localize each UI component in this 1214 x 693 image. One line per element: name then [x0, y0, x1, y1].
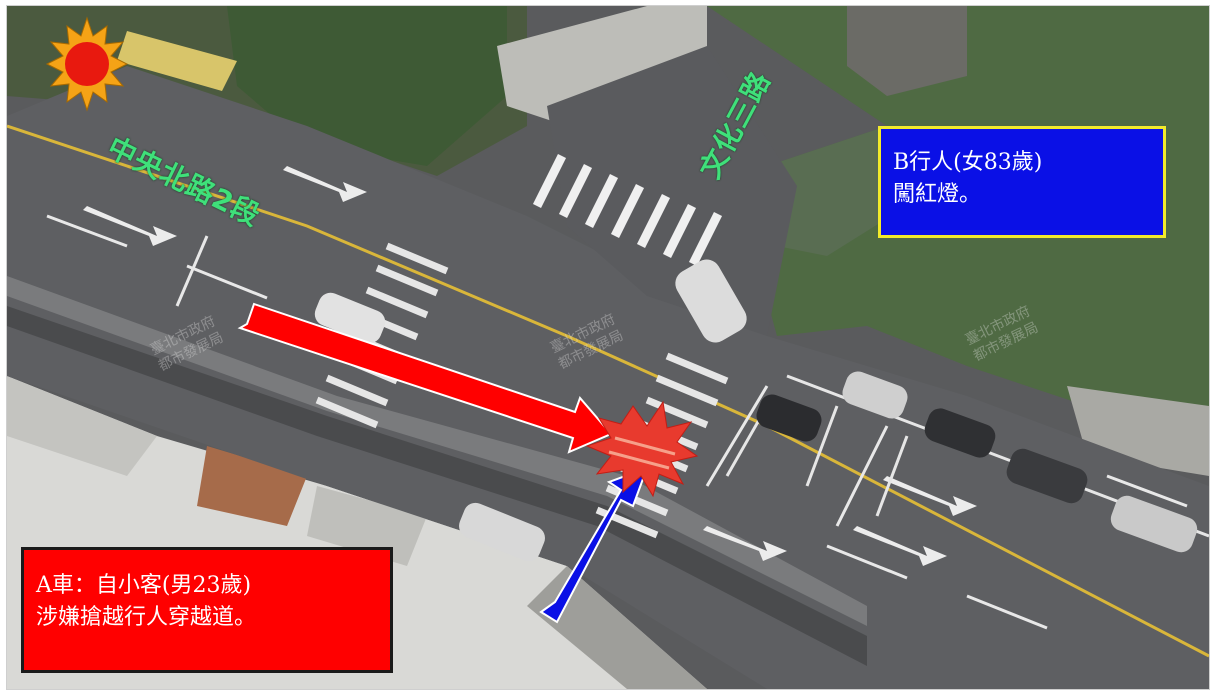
car-dark-1	[756, 394, 822, 442]
building-top-right	[847, 6, 967, 96]
vehicle-info-line2: 涉嫌搶越行人穿越道。	[36, 605, 257, 630]
pedestrian-info-line1: B行人(女83歲)	[893, 150, 1043, 175]
vehicle-info-line1: A車：自小客(男23歲)	[36, 573, 252, 598]
building-top-center	[497, 6, 707, 126]
center-line-yellow	[7, 124, 1209, 658]
crosswalk-north	[532, 153, 723, 267]
tree-shade	[767, 126, 907, 256]
building-roof-2	[307, 486, 427, 566]
sun-icon	[45, 16, 129, 112]
lane-arrows	[83, 166, 977, 566]
parked-cars	[314, 259, 1198, 562]
collision-stripe	[608, 450, 670, 470]
main-road-surface	[7, 66, 1209, 689]
building-edge	[527, 566, 707, 689]
car-grey-2	[1110, 495, 1198, 553]
car-dark-3	[1006, 448, 1088, 504]
car-dark-2	[924, 408, 996, 458]
pedestrian-info-box: B行人(女83歲) 闖紅燈。	[878, 126, 1166, 238]
cross-road-surface	[547, 46, 797, 336]
pedestrian-info-line2: 闖紅燈。	[893, 182, 982, 207]
car-white-1	[675, 259, 747, 343]
sidewalk-shadow	[7, 306, 867, 666]
yellow-roof	[117, 31, 237, 91]
collision-stripe	[614, 436, 676, 456]
building-roof-brown	[197, 446, 307, 526]
sidewalk-strip	[7, 276, 867, 626]
car-white-3	[459, 502, 545, 562]
car-white-2	[314, 292, 386, 344]
building-roof-1	[7, 376, 157, 476]
lane-markings	[46, 214, 1188, 630]
car-grey-1	[842, 371, 908, 419]
vehicle-info-box: A車：自小客(男23歲) 涉嫌搶越行人穿越道。	[21, 547, 393, 673]
aerial-map: 臺北市政府 都市發展局 臺北市政府 都市發展局 臺北市政府 都市發展局 中央北路…	[6, 5, 1210, 690]
collision-burst-icon	[585, 400, 699, 498]
